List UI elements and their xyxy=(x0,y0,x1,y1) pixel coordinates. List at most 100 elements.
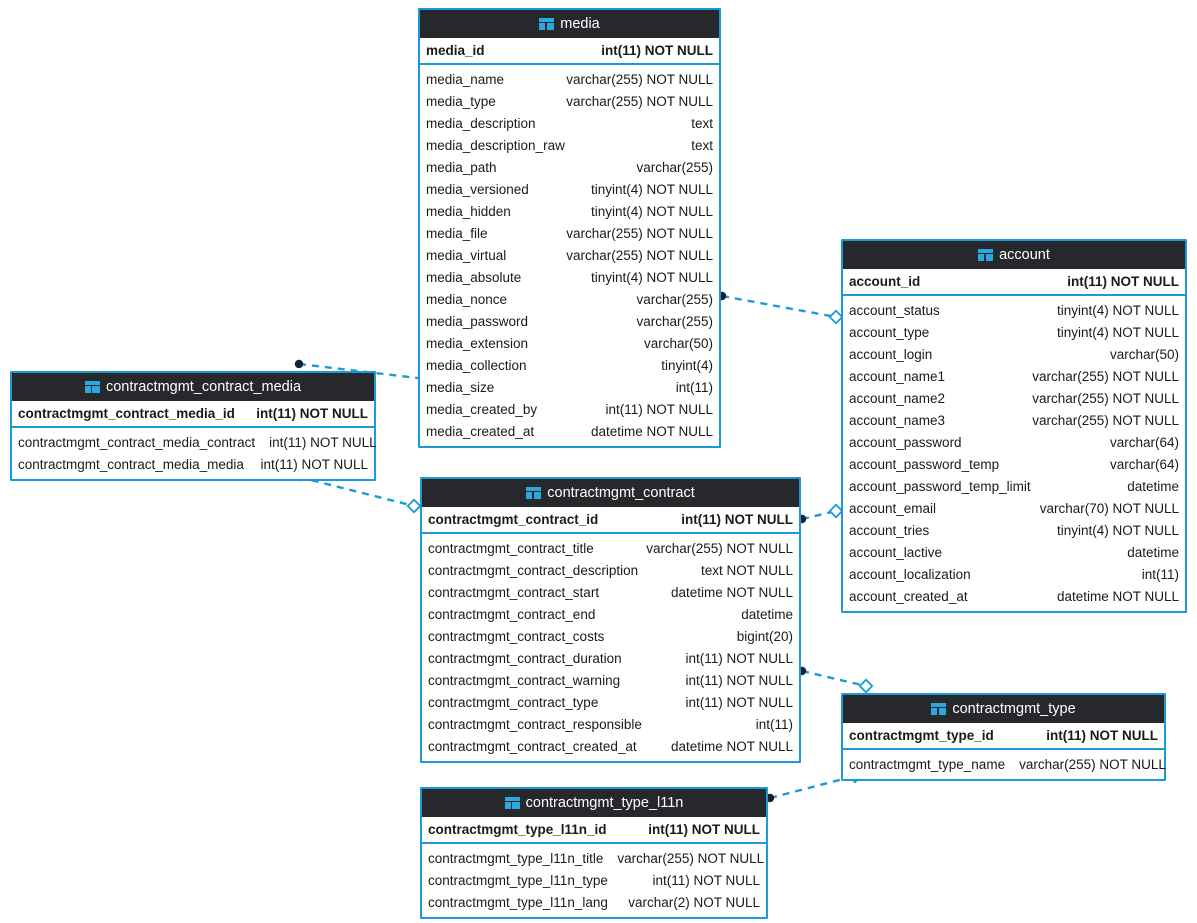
attribute-name: media_path xyxy=(426,159,497,175)
relationship-line xyxy=(801,509,837,521)
entity-title: contractmgmt_type_l11n xyxy=(525,794,684,811)
attribute-type: int(11) xyxy=(675,379,713,395)
attribute-name: media_absolute xyxy=(426,269,522,285)
attribute-type: varchar(70) NOT NULL xyxy=(1039,500,1179,516)
primary-key-type: int(11) NOT NULL xyxy=(681,512,793,527)
entity-title: contractmgmt_contract xyxy=(547,484,695,501)
one-side-diamond-marker xyxy=(858,678,874,694)
attribute-type: varchar(50) xyxy=(1109,346,1179,362)
attribute-name: media_type xyxy=(426,93,496,109)
attribute-name: account_password_temp xyxy=(849,456,1000,472)
primary-key-name: media_id xyxy=(426,43,485,58)
table-icon xyxy=(931,703,947,715)
attribute-type: varchar(255) NOT NULL xyxy=(566,247,713,263)
attribute-name: account_password xyxy=(849,434,962,450)
attribute-type: int(11) NOT NULL xyxy=(652,872,760,888)
attribute-name: media_versioned xyxy=(426,181,529,197)
attribute-name: account_name2 xyxy=(849,390,946,406)
attribute-type: tinyint(4) NOT NULL xyxy=(590,269,713,285)
many-side-dot-marker xyxy=(294,359,304,369)
attribute-type: datetime NOT NULL xyxy=(1056,588,1179,604)
attribute-name: contractmgmt_contract_description xyxy=(428,562,639,578)
attribute-name: account_tries xyxy=(849,522,930,538)
entity-contractmgmt_type_l11n[interactable]: contractmgmt_type_l11n contractmgmt_type_… xyxy=(420,787,768,919)
attribute-name: media_collection xyxy=(426,357,527,373)
entity-header-contractmgmt_contract_media: contractmgmt_contract_media xyxy=(12,373,374,401)
attribute-name: media_virtual xyxy=(426,247,507,263)
attribute-name: media_password xyxy=(426,313,529,329)
entity-contractmgmt_contract_media[interactable]: contractmgmt_contract_media contractmgmt_… xyxy=(10,371,377,481)
table-icon xyxy=(978,249,994,261)
attribute-type: varchar(255) NOT NULL xyxy=(1032,412,1179,428)
attribute-type: tinyint(4) NOT NULL xyxy=(590,203,713,219)
table-icon xyxy=(526,487,542,499)
attribute-name: contractmgmt_contract_responsible xyxy=(428,716,642,732)
attribute-name: contractmgmt_type_l11n_type xyxy=(428,872,608,888)
entity-header-contractmgmt_contract: contractmgmt_contract xyxy=(422,479,799,507)
attribute-name: media_created_by xyxy=(426,401,538,417)
table-icon xyxy=(539,18,555,30)
attribute-type: varchar(2) NOT NULL xyxy=(628,894,760,910)
attribute-row: media_virtual varchar(255) NOT NULL xyxy=(420,244,719,266)
primary-key-row: account_id int(11) NOT NULL xyxy=(843,269,1185,296)
attribute-row: contractmgmt_contract_description text NO… xyxy=(422,559,799,581)
attribute-type: varchar(255) NOT NULL xyxy=(1032,390,1179,406)
primary-key-name: contractmgmt_contract_media_id xyxy=(18,406,235,421)
attribute-type: varchar(50) xyxy=(643,335,713,351)
attribute-name: account_status xyxy=(849,302,940,318)
entity-contractmgmt_contract[interactable]: contractmgmt_contract contractmgmt_contra… xyxy=(420,477,801,763)
relationship-rel-contract-to-type xyxy=(797,666,874,694)
attribute-name: account_email xyxy=(849,500,937,516)
entity-title: media xyxy=(560,15,600,32)
attribute-row: media_created_by int(11) NOT NULL xyxy=(420,398,719,420)
attribute-row: account_lactive datetime xyxy=(843,541,1185,563)
attribute-type: varchar(255) NOT NULL xyxy=(566,71,713,87)
attribute-type: tinyint(4) xyxy=(661,357,713,373)
attribute-row: account_name2 varchar(255) NOT NULL xyxy=(843,387,1185,409)
attribute-type: text xyxy=(691,137,713,153)
attribute-type: int(11) NOT NULL xyxy=(260,456,368,472)
attribute-name: contractmgmt_type_l11n_title xyxy=(428,850,604,866)
attribute-name: contractmgmt_contract_start xyxy=(428,584,600,600)
attribute-type: int(11) NOT NULL xyxy=(605,401,713,417)
attribute-type: varchar(255) NOT NULL xyxy=(1019,756,1166,772)
primary-key-type: int(11) NOT NULL xyxy=(1067,274,1179,289)
attribute-name: media_extension xyxy=(426,335,529,351)
primary-key-name: account_id xyxy=(849,274,921,289)
attribute-name: contractmgmt_contract_media_media xyxy=(18,456,244,472)
attribute-type: text NOT NULL xyxy=(700,562,793,578)
attribute-type: varchar(255) NOT NULL xyxy=(646,540,793,556)
attribute-name: account_password_temp_limit xyxy=(849,478,1031,494)
table-icon xyxy=(84,381,100,393)
attribute-name: account_lactive xyxy=(849,544,943,560)
attribute-type: datetime xyxy=(1127,544,1179,560)
attribute-name: media_created_at xyxy=(426,423,535,439)
primary-key-name: contractmgmt_type_id xyxy=(849,728,994,743)
entity-title: contractmgmt_type xyxy=(952,700,1076,717)
attribute-type: int(11) NOT NULL xyxy=(685,672,793,688)
attribute-type: varchar(64) xyxy=(1109,456,1179,472)
attribute-type: tinyint(4) NOT NULL xyxy=(1056,324,1179,340)
